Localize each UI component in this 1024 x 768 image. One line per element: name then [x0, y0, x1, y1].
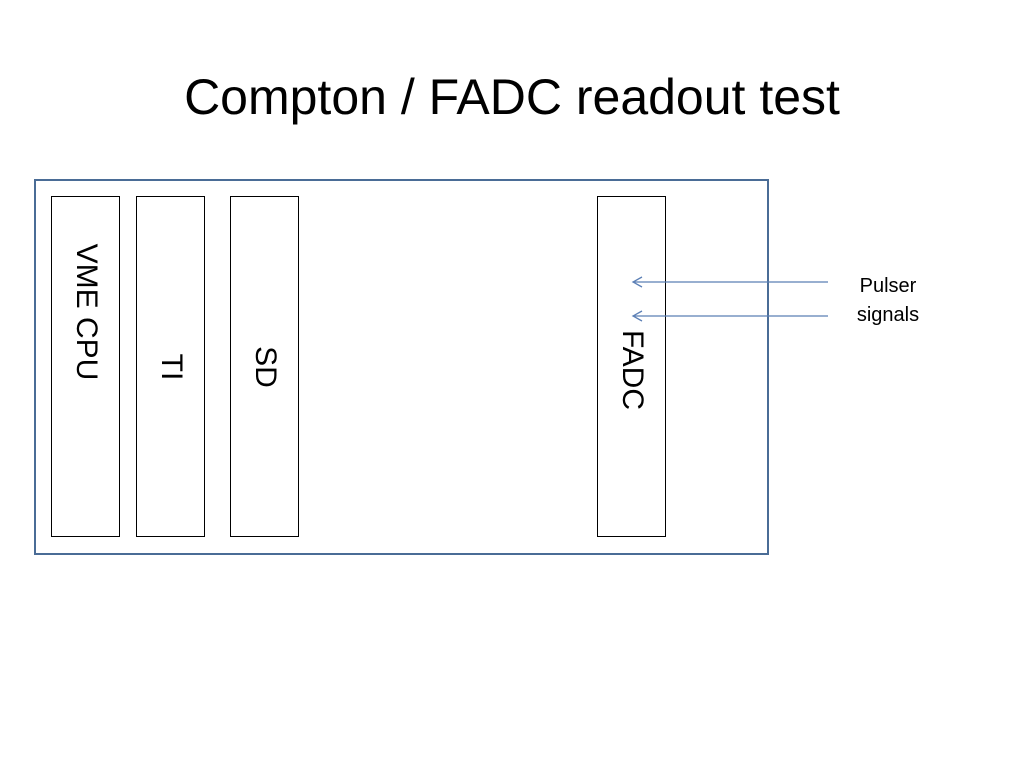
module-label-sd: SD [248, 345, 282, 388]
module-ti: TI [136, 196, 205, 537]
pulser-label-line-1: Pulser [859, 275, 917, 297]
pulser-signals-label: Pulser signals [838, 272, 938, 330]
module-label-ti: TI [154, 353, 188, 380]
slide-title: Compton / FADC readout test [184, 69, 840, 125]
pulser-label-line-2: signals [856, 304, 920, 326]
module-label-vme-cpu: VME CPU [69, 243, 103, 381]
module-vme-cpu: VME CPU [51, 196, 120, 537]
vme-crate [34, 179, 769, 555]
module-label-fadc: FADC [615, 329, 649, 410]
module-sd: SD [230, 196, 299, 537]
module-fadc: FADC [597, 196, 666, 537]
